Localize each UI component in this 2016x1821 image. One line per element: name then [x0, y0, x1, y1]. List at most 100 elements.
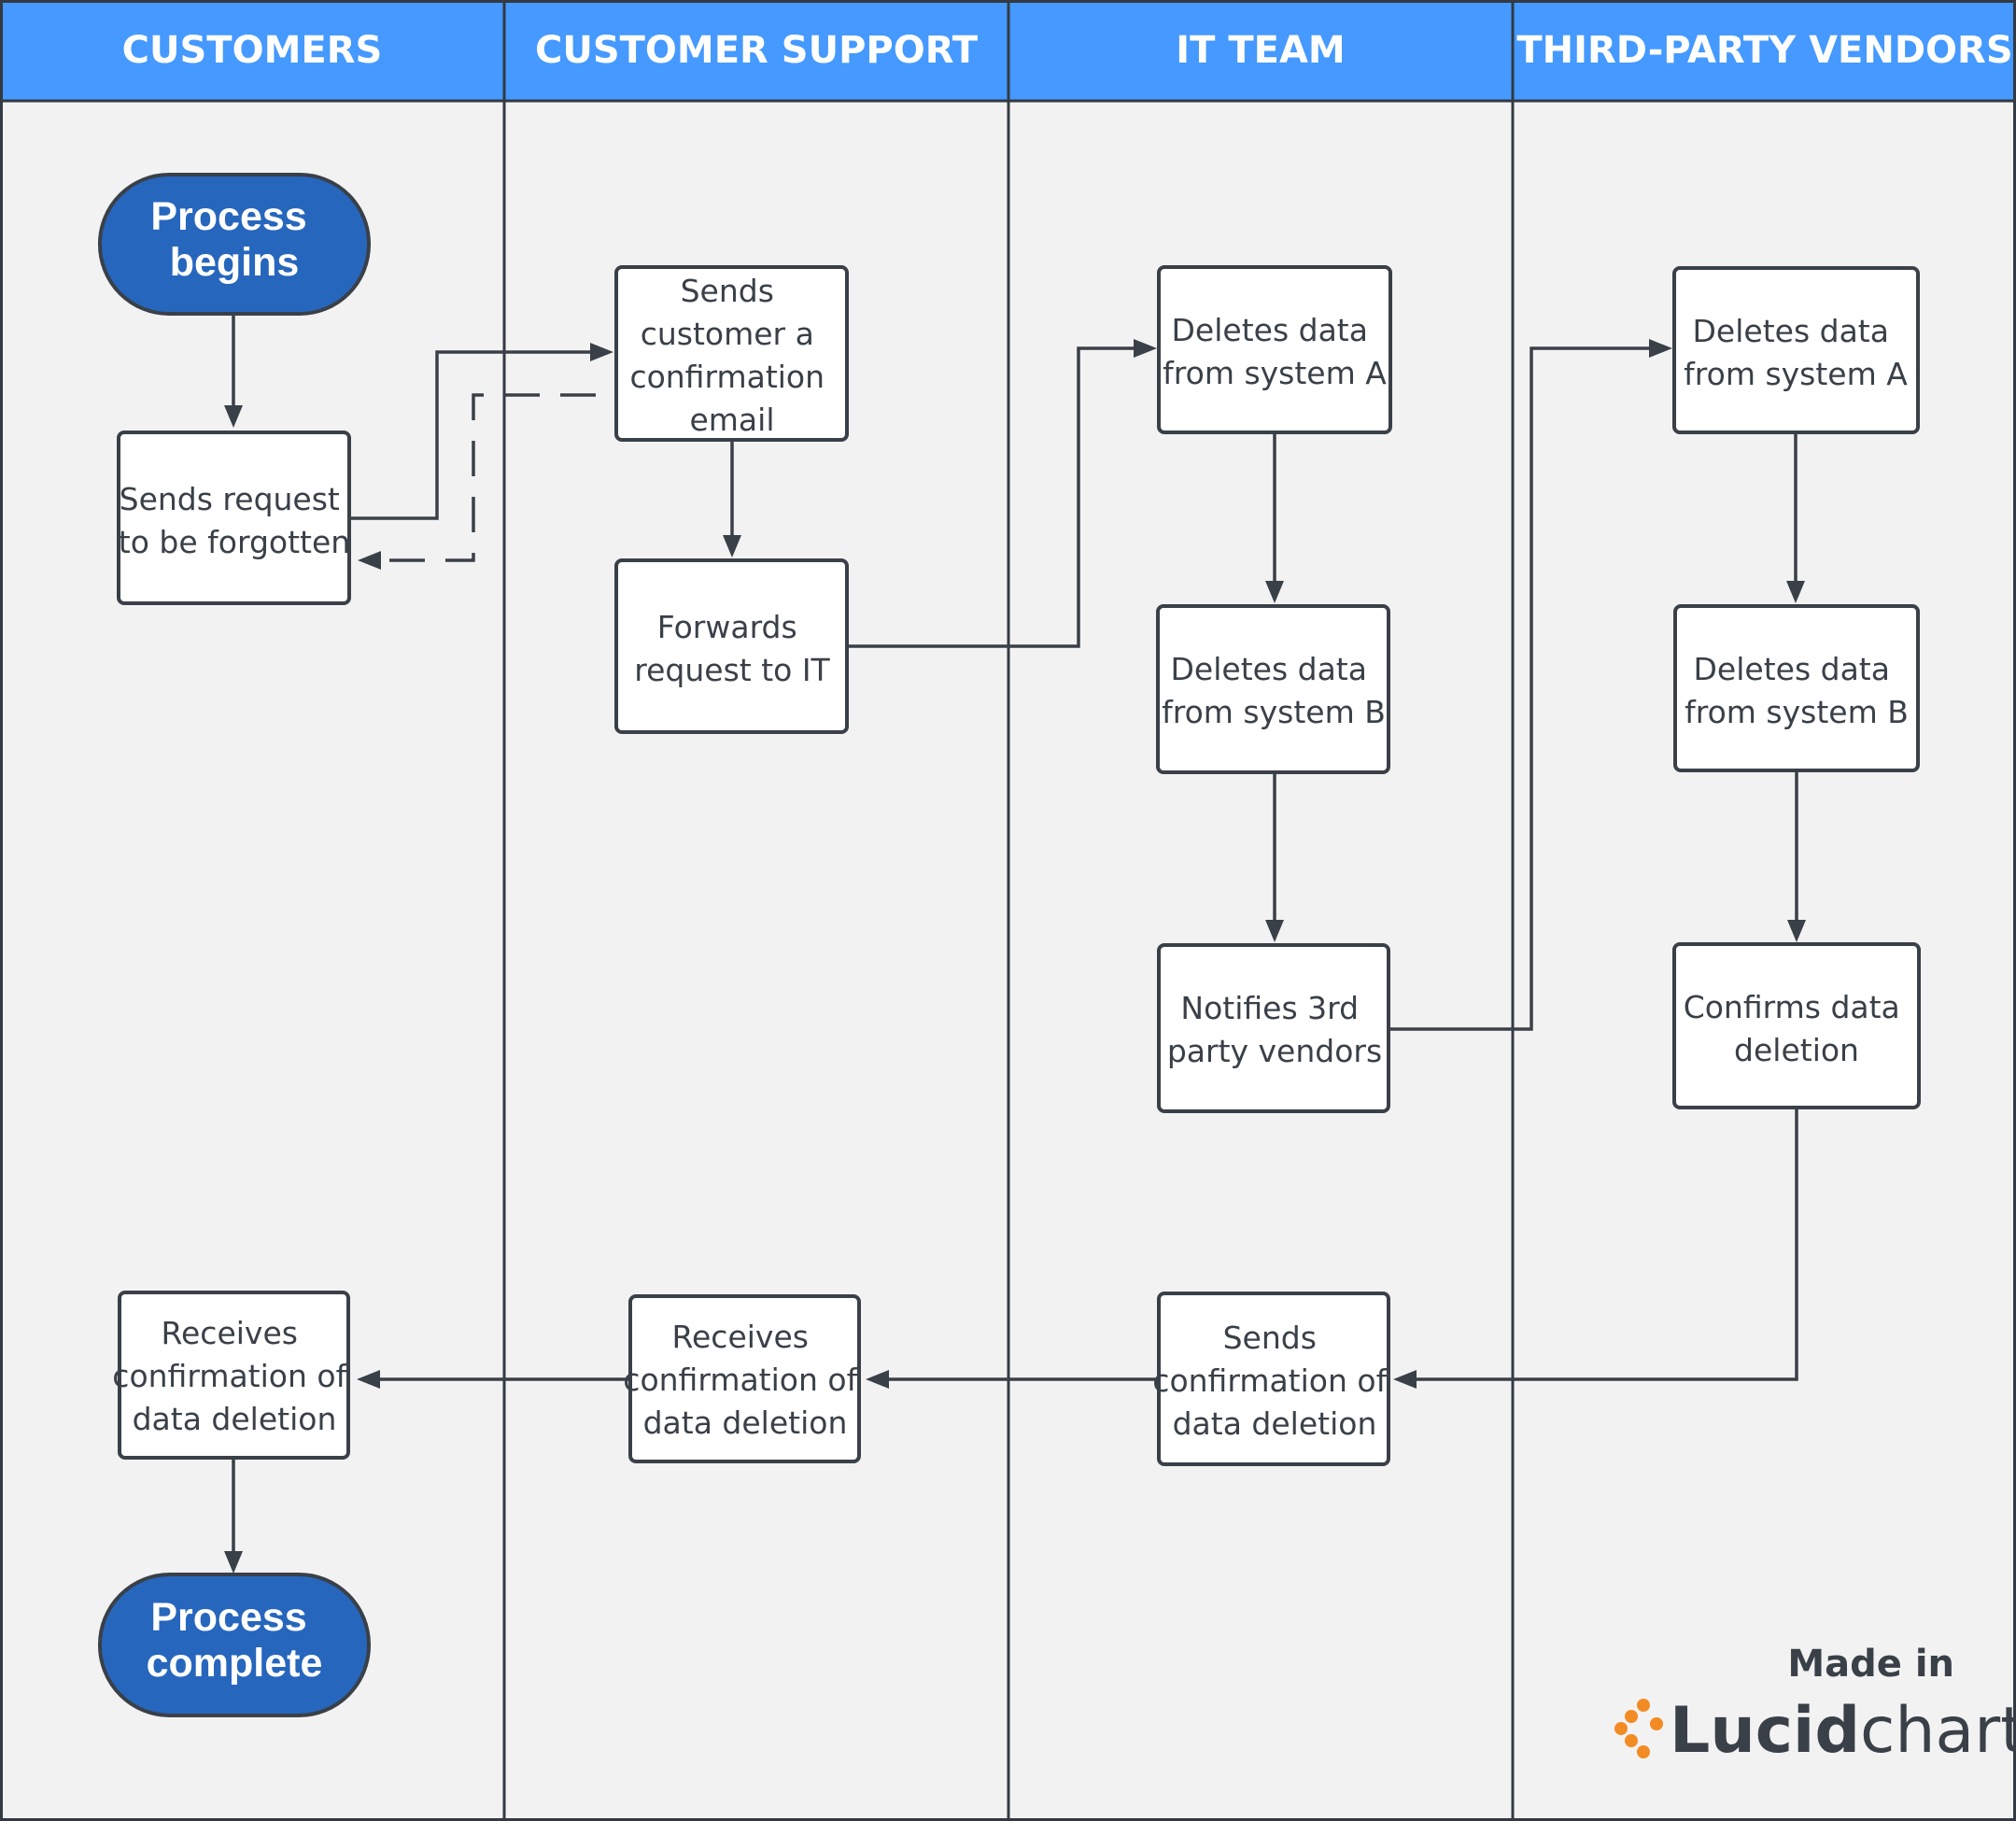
label-line: from system A [1684, 356, 1908, 392]
label-line: data deletion [133, 1401, 337, 1437]
lane-title-customer-support: CUSTOMER SUPPORT [535, 29, 979, 72]
label-line: customer a [641, 316, 814, 352]
box-shape [1157, 943, 1390, 1113]
box-label: Deletes data from system B [1162, 651, 1386, 730]
arrowhead [1265, 581, 1284, 603]
sends-request-box[interactable]: Sends request to be forgotten [117, 431, 351, 605]
box-shape [1156, 604, 1390, 774]
connector-forward-to-it-delete-a [848, 346, 1139, 648]
box-label: Notifies 3rd party vendors [1167, 990, 1382, 1069]
lane-title-third-party-vendors: THIRD-PARTY VENDORS [1516, 29, 2012, 72]
label-line: from system B [1162, 694, 1386, 730]
label-line: email [689, 402, 774, 438]
label-line: Deletes data [1694, 651, 1890, 687]
box-shape [1157, 1292, 1390, 1466]
lane-header-it-team [1008, 0, 1513, 101]
label-line: complete [147, 1641, 323, 1686]
lane-title-customers: CUSTOMERS [122, 29, 383, 72]
label-line: Deletes data [1172, 312, 1368, 348]
box-shape [117, 431, 351, 605]
label-line: confirmation of [112, 1358, 347, 1394]
label-line: Deletes data [1693, 313, 1889, 349]
forwards-request-box[interactable]: Forwards request to IT [614, 558, 849, 734]
lane-header-customers [0, 0, 504, 101]
it-delete-system-b-box[interactable]: Deletes data from system B [1156, 604, 1390, 774]
arrowhead [590, 343, 613, 361]
wordmark-bold: Lucid [1670, 1694, 1860, 1768]
box-label: Sends request to be forgotten [119, 481, 350, 560]
vendor-delete-system-b-box[interactable]: Deletes data from system B [1673, 604, 1920, 772]
box-label: Confirms data deletion [1684, 989, 1910, 1068]
box-shape [1672, 266, 1920, 434]
logo-dot [1614, 1722, 1628, 1735]
arrowhead [224, 405, 243, 428]
it-delete-system-a-box[interactable]: Deletes data from system A [1157, 265, 1392, 434]
label-line: data deletion [1173, 1405, 1377, 1442]
logo-dot [1625, 1710, 1638, 1723]
customer-receives-confirmation-box[interactable]: Receives confirmation of data deletion [112, 1291, 356, 1460]
logo-dot [1637, 1699, 1650, 1712]
box-shape [1157, 265, 1392, 434]
box-shape [614, 265, 849, 442]
label-line: Forwards [657, 609, 797, 645]
process-begins-terminal[interactable]: Process begins [98, 173, 371, 316]
arrowhead [723, 535, 741, 558]
connector-notify-to-vendor-a [1389, 346, 1653, 1031]
label-line: to be forgotten [119, 524, 350, 560]
label-line: Receives [162, 1315, 298, 1351]
label-line: Deletes data [1171, 651, 1367, 687]
logo-dot [1650, 1717, 1663, 1730]
arrowhead [358, 551, 381, 570]
box-shape [1672, 942, 1921, 1109]
vendor-delete-system-a-box[interactable]: Deletes data from system A [1672, 266, 1920, 434]
lane-title-it-team: IT TEAM [1176, 29, 1345, 72]
terminal-label: Process begins [150, 194, 317, 285]
arrowhead [1265, 920, 1284, 942]
terminal-shape [98, 1573, 371, 1717]
arrowhead [1786, 581, 1805, 603]
process-complete-terminal[interactable]: Process complete [98, 1573, 371, 1717]
box-label: Deletes data from system A [1163, 312, 1387, 391]
arrowhead [1787, 920, 1806, 942]
confirms-deletion-box[interactable]: Confirms data deletion [1672, 942, 1921, 1109]
label-line: Sends request [120, 481, 340, 517]
lane-header-third-party-vendors [1513, 0, 2016, 101]
terminal-shape [98, 173, 371, 316]
label-line: confirmation of [1152, 1362, 1388, 1399]
label-line: begins [170, 240, 300, 285]
connector-confirms-to-it-sends [1410, 1108, 1798, 1381]
lucidchart-branding: Made in Lucidchart [1614, 1643, 2016, 1768]
arrowhead [866, 1370, 889, 1389]
box-label: Receives confirmation of data deletion [623, 1319, 867, 1441]
box-shape [628, 1294, 861, 1463]
label-line: Notifies 3rd [1180, 990, 1359, 1026]
arrowhead [224, 1551, 243, 1574]
logo-dot [1637, 1745, 1650, 1758]
label-line: Process [150, 194, 306, 239]
support-receives-confirmation-box[interactable]: Receives confirmation of data deletion [623, 1294, 867, 1463]
nodes: Process begins Sends request to be forgo… [98, 173, 1921, 1717]
box-shape [1673, 604, 1920, 772]
connector-email-reply-dashed [374, 393, 596, 562]
connector-request-to-email [351, 350, 598, 520]
logo-dot [1625, 1734, 1638, 1747]
label-line: Sends [681, 273, 774, 309]
box-label: Deletes data from system A [1684, 313, 1908, 392]
notifies-vendors-box[interactable]: Notifies 3rd party vendors [1157, 943, 1390, 1113]
label-line: confirmation of [623, 1362, 858, 1398]
terminal-label: Process complete [147, 1595, 323, 1686]
it-sends-confirmation-box[interactable]: Sends confirmation of data deletion [1152, 1292, 1396, 1466]
arrowhead [1649, 339, 1672, 358]
arrowhead [1134, 339, 1157, 358]
label-line: Process [150, 1595, 306, 1640]
box-label: Forwards request to IT [634, 609, 830, 688]
lucidchart-logo-icon [1614, 1699, 1663, 1758]
sends-confirmation-email-box[interactable]: Sends customer a confirmation email [614, 265, 849, 442]
box-label: Sends confirmation of data deletion [1152, 1320, 1396, 1442]
lane-header-customer-support [504, 0, 1008, 101]
label-line: Sends [1223, 1320, 1317, 1356]
label-line: deletion [1734, 1032, 1859, 1068]
box-label: Sends customer a confirmation email [629, 273, 834, 438]
label-line: Confirms data [1684, 989, 1900, 1025]
